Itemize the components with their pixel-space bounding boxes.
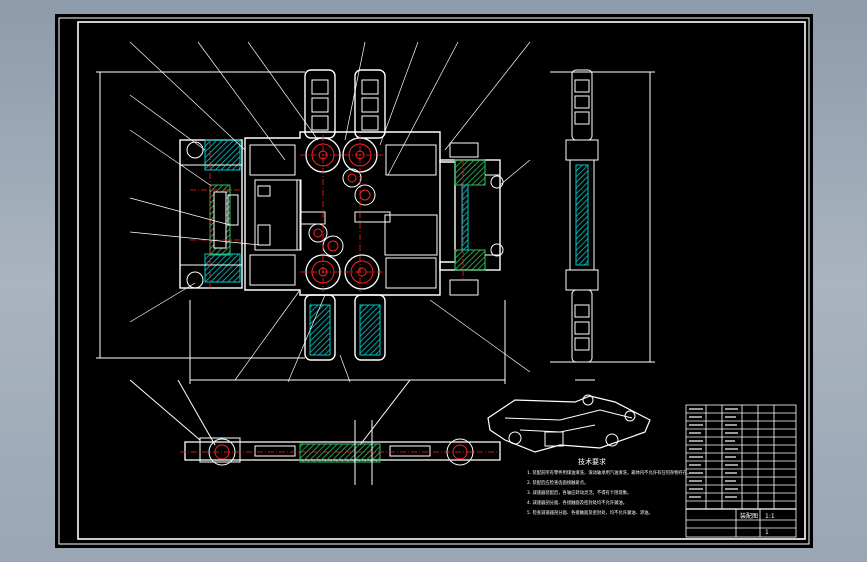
side-view[interactable] [550, 69, 655, 381]
technical-notes: 技术要求 1. 装配前所有零件用煤油清洗，滚动轴承用汽油清洗，箱体内不允许有任何… [527, 457, 691, 516]
sheet-inner-border [77, 21, 806, 540]
note-line-1: 1. 装配前所有零件用煤油清洗，滚动轴承用汽油清洗，箱体内不允许有任何杂物存在。 [527, 469, 691, 476]
note-line-4: 4. 减速器剖分面、各接触面及密封处均不允许漏油。 [527, 499, 627, 506]
note-line-2: 2. 装配后应检查齿面接触斑点。 [527, 479, 588, 486]
plan-view[interactable] [96, 41, 531, 384]
title-block-drawing-title: 装配图 [740, 512, 758, 520]
leader-lines [129, 41, 531, 383]
isometric-view[interactable] [487, 394, 651, 453]
sheet-outer-border [58, 17, 810, 545]
title-block [685, 404, 797, 538]
sheet-background [55, 14, 813, 548]
note-line-5: 5. 检查减速器剖分面、各接触面及密封处，均不允许漏油、渗油。 [527, 509, 653, 516]
notes-heading: 技术要求 [578, 457, 606, 466]
note-line-3: 3. 减速器装配后，各轴应转动灵活，不得有卡阻现象。 [527, 489, 631, 496]
title-block-sheet: 1 [765, 529, 769, 536]
title-block-scale: 1:1 [765, 513, 775, 520]
front-view[interactable] [129, 379, 501, 485]
